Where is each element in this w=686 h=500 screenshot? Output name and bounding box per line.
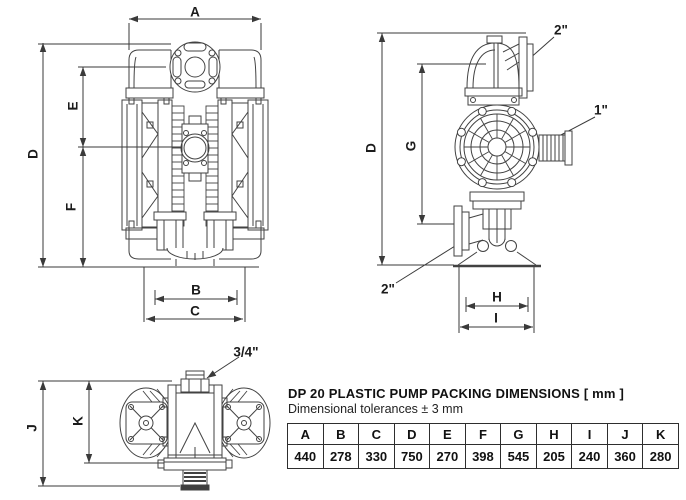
dim-label-i-side: I <box>494 310 498 326</box>
table-header-cell: K <box>642 423 679 445</box>
table-value-cell: 270 <box>429 444 466 469</box>
dim-label-e-front: E <box>65 101 81 111</box>
port-label-2in-bottom: 2" <box>381 281 395 297</box>
table-value-cell: 440 <box>287 444 324 469</box>
table-header-cell: B <box>322 423 360 445</box>
table-header-cell: H <box>535 423 573 445</box>
port-label-1in-side: 1" <box>594 102 608 118</box>
dim-label-d-front: D <box>25 149 41 159</box>
table-value-cell: 240 <box>571 444 608 469</box>
table-value-cell: 278 <box>322 444 360 469</box>
table-header-cell: G <box>500 423 537 445</box>
table-header-cell: C <box>358 423 395 445</box>
dim-label-g-side: G <box>403 140 419 152</box>
table-header-cell: E <box>429 423 466 445</box>
dim-label-d-side: D <box>363 143 379 153</box>
table-value-cell: 205 <box>535 444 573 469</box>
table-header-cell: F <box>464 423 502 445</box>
dim-label-h-side: H <box>492 289 502 305</box>
table-value-cell: 545 <box>500 444 537 469</box>
table-header-cell: I <box>571 423 608 445</box>
port-label-2in-top: 2" <box>554 22 568 38</box>
top-view-drawing <box>119 370 271 491</box>
side-view-drawing <box>453 35 573 268</box>
side-view-dimension-lines <box>377 32 596 333</box>
dimensions-table: A B C D E F G H I J K 440 278 330 750 27… <box>287 423 679 469</box>
table-value-cell: 280 <box>642 444 679 469</box>
table-subtitle: Dimensional tolerances ± 3 mm <box>288 402 463 416</box>
table-header-cell: D <box>393 423 431 445</box>
table-header-row: A B C D E F G H I J K <box>287 423 679 445</box>
table-value-cell: 330 <box>358 444 395 469</box>
front-view-drawing <box>121 41 269 266</box>
dim-label-k-top: K <box>70 416 86 426</box>
front-view-dimension-lines <box>38 15 262 323</box>
port-label-34in-air: 3/4" <box>233 344 259 360</box>
table-header-cell: J <box>606 423 644 445</box>
table-value-cell: 360 <box>606 444 644 469</box>
table-title: DP 20 PLASTIC PUMP PACKING DIMENSIONS [ … <box>288 386 625 401</box>
dim-label-a-front: A <box>190 4 200 20</box>
dim-label-b-front: B <box>191 282 201 298</box>
dim-label-j-top: J <box>24 424 40 432</box>
table-value-cell: 398 <box>464 444 502 469</box>
table-header-cell: A <box>287 423 324 445</box>
dim-label-c-front: C <box>190 303 200 319</box>
dim-label-f-front: F <box>63 202 79 212</box>
table-value-row: 440 278 330 750 270 398 545 205 240 360 … <box>287 444 679 469</box>
table-value-cell: 750 <box>393 444 431 469</box>
